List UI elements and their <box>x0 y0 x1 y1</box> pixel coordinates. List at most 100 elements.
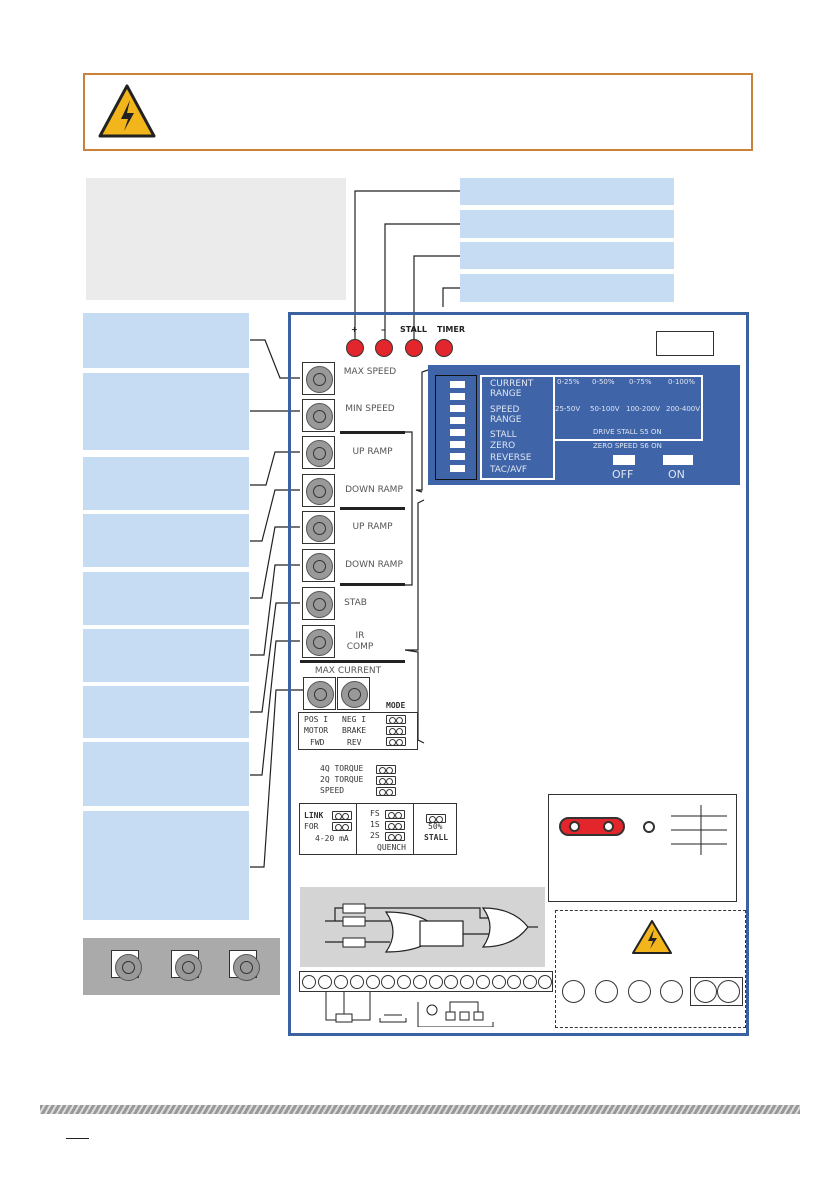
speed-range-label: SPEED RANGE <box>490 405 522 425</box>
terminal[interactable] <box>444 975 458 989</box>
pot-label-up-ramp-2: UP RAMP <box>352 522 393 532</box>
logic-diagram <box>300 887 545 967</box>
on-label: ON <box>668 468 685 481</box>
power-terminal[interactable] <box>660 980 683 1003</box>
pot-stab[interactable] <box>302 587 335 620</box>
footer-rule <box>66 1138 89 1139</box>
fuse-box <box>548 794 737 902</box>
pot-label-max-current: MAX CURRENT <box>314 666 382 676</box>
pot-down-ramp-2[interactable] <box>302 549 335 582</box>
controller-board <box>288 312 749 1036</box>
pot-up-ramp-2[interactable] <box>302 511 335 544</box>
terminal[interactable] <box>492 975 506 989</box>
zero-speed-note: ZERO SPEED S6 ON <box>593 442 662 450</box>
reverse-label: REVERSE <box>490 453 532 463</box>
off-label: OFF <box>612 468 634 481</box>
mode-pos-i: POS I <box>304 715 329 724</box>
footer-stripe <box>40 1105 800 1114</box>
quench-title: QUENCH <box>377 843 406 852</box>
callout-max-current <box>83 811 249 920</box>
terminal[interactable] <box>381 975 395 989</box>
callout-min-speed <box>83 373 249 450</box>
mode-motor: MOTOR <box>304 726 329 735</box>
link-jumpers[interactable] <box>332 809 352 831</box>
switch-direction-arrows-icon <box>613 455 693 465</box>
stall-jumper[interactable] <box>426 808 446 827</box>
power-terminal-area <box>555 910 746 1028</box>
callout-led-plus <box>460 178 674 205</box>
mode-rev: REV <box>347 738 362 747</box>
mode-brake: BRAKE <box>342 726 367 735</box>
speed-opt: 100-200V <box>626 405 661 413</box>
led-plus <box>346 339 364 357</box>
led-timer <box>435 339 453 357</box>
pot-max-current-1[interactable] <box>303 677 336 710</box>
pot-min-speed[interactable] <box>302 399 335 432</box>
ground-symbol-icon <box>671 805 727 855</box>
warning-banner <box>83 73 753 151</box>
link-label: LINK <box>304 811 324 820</box>
terminal[interactable] <box>476 975 490 989</box>
terminal[interactable] <box>523 975 537 989</box>
callout-stab <box>83 686 249 738</box>
dial-example-icon <box>111 950 142 981</box>
pot-up-ramp-1[interactable] <box>302 436 335 469</box>
power-terminal[interactable] <box>595 980 618 1003</box>
terminal[interactable] <box>350 975 364 989</box>
torque-jumpers[interactable] <box>376 763 396 796</box>
field-terminal[interactable] <box>694 980 717 1003</box>
power-terminal[interactable] <box>628 980 651 1003</box>
terminal-wiring-icon <box>325 992 494 1027</box>
terminal[interactable] <box>460 975 474 989</box>
terminal[interactable] <box>334 975 348 989</box>
fuse-link-icon <box>559 817 625 836</box>
speed-opt: 200-400V <box>666 405 701 413</box>
terminal[interactable] <box>507 975 521 989</box>
current-opt: 0-75% <box>629 378 652 386</box>
pot-max-speed[interactable] <box>302 362 335 395</box>
terminal-strip <box>299 971 553 992</box>
pot-label-up-ramp-1: UP RAMP <box>352 447 393 457</box>
pot-label-stab: STAB <box>344 598 367 608</box>
torque-2q-label: 2Q TORQUE <box>320 775 364 784</box>
pot-label-down-ramp-1: DOWN RAMP <box>345 485 403 495</box>
stall-50-pct: 50% <box>428 822 443 831</box>
display-window <box>656 331 714 356</box>
led-label-minus: – <box>381 325 385 334</box>
pot-label-down-ramp-2: DOWN RAMP <box>345 560 403 570</box>
terminal[interactable] <box>366 975 380 989</box>
pot-max-current-2[interactable] <box>337 677 370 710</box>
led-label-timer: TIMER <box>437 325 466 334</box>
terminal[interactable] <box>538 975 552 989</box>
fuse-hole-icon <box>643 821 655 833</box>
terminal[interactable] <box>397 975 411 989</box>
divider <box>300 660 405 663</box>
jumper-box <box>299 803 457 855</box>
quench-jumpers[interactable] <box>385 808 405 841</box>
divider <box>340 431 405 434</box>
pot-ir-comp[interactable] <box>302 625 335 658</box>
mode-jumpers[interactable] <box>386 713 406 746</box>
power-terminal[interactable] <box>562 980 585 1003</box>
for-label: FOR <box>304 822 319 831</box>
dip-switch-bank[interactable] <box>435 375 477 480</box>
dial-example-icon <box>171 950 202 981</box>
terminal[interactable] <box>413 975 427 989</box>
callout-led-minus <box>460 210 674 238</box>
field-terminal[interactable] <box>717 980 740 1003</box>
terminal[interactable] <box>429 975 443 989</box>
led-minus <box>375 339 393 357</box>
torque-4q-label: 4Q TORQUE <box>320 764 364 773</box>
current-range-label: CURRENT RANGE <box>490 379 534 399</box>
pot-label-max-speed: MAX SPEED <box>343 367 397 377</box>
pot-down-ramp-1[interactable] <box>302 474 335 507</box>
high-voltage-warning-icon <box>632 920 672 954</box>
current-opt: 0-100% <box>668 378 695 386</box>
zero-label: ZERO <box>490 441 516 451</box>
callout-up-ramp-2 <box>83 572 249 625</box>
terminal[interactable] <box>302 975 316 989</box>
speed-opt: 50-100V <box>590 405 620 413</box>
terminal[interactable] <box>318 975 332 989</box>
dial-legend <box>83 938 280 995</box>
current-opt: 0-25% <box>557 378 580 386</box>
